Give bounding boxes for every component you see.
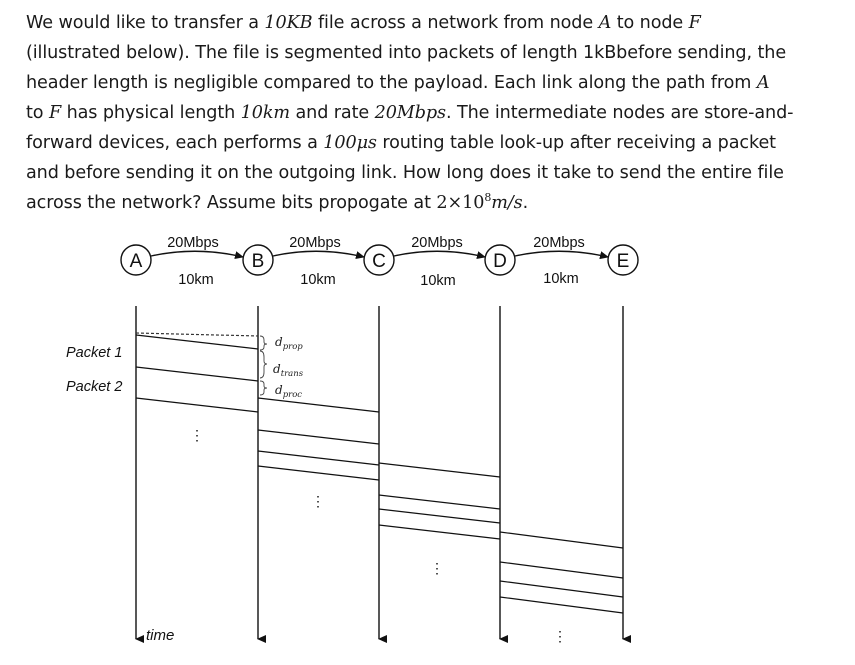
packet1-leading-edge-de xyxy=(499,531,624,549)
packet-1-label: Packet 1 xyxy=(66,345,122,361)
packet-2-label: Packet 2 xyxy=(66,379,122,395)
link-b-c-arrow xyxy=(272,250,365,260)
packet1-trailing-edge-ab xyxy=(135,366,259,382)
node-a-label: A xyxy=(130,251,143,272)
rate-label-1: 20Mbps xyxy=(167,235,219,251)
node-d: D xyxy=(484,244,516,276)
link-d-e-arrow xyxy=(514,250,609,260)
node-a: A xyxy=(120,244,152,276)
math-link-rate: 20Mbps xyxy=(374,103,446,123)
math-speed-mantissa: 2×10 xyxy=(436,193,485,213)
packet2-trailing-edge-bc xyxy=(257,465,380,481)
packet2-trailing-edge-ab xyxy=(135,397,259,413)
math-speed-exponent: 8 xyxy=(484,191,492,205)
problem-line-1: We would like to transfer a 10KB file ac… xyxy=(26,13,701,33)
math-link-length: 10km xyxy=(240,103,290,123)
problem-line-4: to F has physical length 10km and rate 2… xyxy=(26,103,794,123)
math-file-size: 10KB xyxy=(264,13,313,33)
length-label-1: 10km xyxy=(178,272,213,288)
math-speed-unit: m/s xyxy=(491,193,523,213)
math-node-a-2: A xyxy=(756,73,770,93)
problem-line-5: forward devices, each performs a 100μs r… xyxy=(26,133,776,153)
rate-label-2: 20Mbps xyxy=(289,235,341,251)
node-e-label: E xyxy=(617,251,630,272)
node-d-circle xyxy=(484,244,516,276)
problem-line-3: header length is negligible compared to … xyxy=(26,73,770,93)
length-label-3: 10km xyxy=(420,273,455,289)
time-axis-label: time xyxy=(146,627,174,644)
problem-line-2: (illustrated below). The file is segment… xyxy=(26,43,787,63)
math-node-a: A xyxy=(598,13,612,33)
node-c-label: C xyxy=(372,251,386,272)
packet1-trailing-edge-cd xyxy=(378,494,501,510)
ellipsis-d: ⋮ xyxy=(553,628,567,644)
length-label-4: 10km xyxy=(543,271,578,287)
problem-line-6: and before sending it on the outgoing li… xyxy=(26,163,784,183)
math-node-f-2: F xyxy=(48,103,62,123)
math-proc-time: 100μs xyxy=(323,133,377,153)
brace-proc xyxy=(259,380,268,396)
ellipsis-c: ⋮ xyxy=(430,560,444,576)
packet1-leading-edge-bc xyxy=(257,397,380,413)
node-c: C xyxy=(363,244,395,276)
node-c-circle xyxy=(363,244,395,276)
packet2-leading-edge-de xyxy=(499,580,624,598)
node-e: E xyxy=(607,244,639,276)
math-node-f: F xyxy=(688,13,701,33)
link-a-b-arrow xyxy=(150,250,244,260)
d-trans-label: dtrans xyxy=(273,362,304,379)
packet1-leading-edge-ab xyxy=(135,334,259,350)
ellipsis-a: ⋮ xyxy=(190,427,204,443)
d-prop-label: dprop xyxy=(275,335,303,352)
rate-label-4: 20Mbps xyxy=(533,235,585,251)
problem-line-7: across the network? Assume bits propogat… xyxy=(26,191,529,213)
brace-prop xyxy=(259,335,268,351)
packet2-leading-edge-cd xyxy=(378,508,501,524)
rate-label-3: 20Mbps xyxy=(411,235,463,251)
packet2-leading-edge-bc xyxy=(257,450,380,466)
node-b-circle xyxy=(242,244,274,276)
length-label-2: 10km xyxy=(300,272,335,288)
packet1-trailing-edge-de xyxy=(499,561,624,579)
d-proc-label: dproc xyxy=(275,383,302,400)
brace-trans xyxy=(259,350,268,379)
node-a-circle xyxy=(120,244,152,276)
propagation-dashed-line xyxy=(135,332,259,337)
ellipsis-b: ⋮ xyxy=(311,493,325,509)
node-e-circle xyxy=(607,244,639,276)
packet2-trailing-edge-de xyxy=(499,596,624,614)
node-b-label: B xyxy=(252,251,265,272)
link-c-d-arrow xyxy=(393,250,486,260)
packet1-trailing-edge-bc xyxy=(257,429,380,445)
packet2-trailing-edge-cd xyxy=(378,524,501,540)
node-b: B xyxy=(242,244,274,276)
problem-statement: We would like to transfer a 10KB file ac… xyxy=(26,8,838,218)
packet1-leading-edge-cd xyxy=(378,462,501,478)
node-d-label: D xyxy=(493,251,507,272)
